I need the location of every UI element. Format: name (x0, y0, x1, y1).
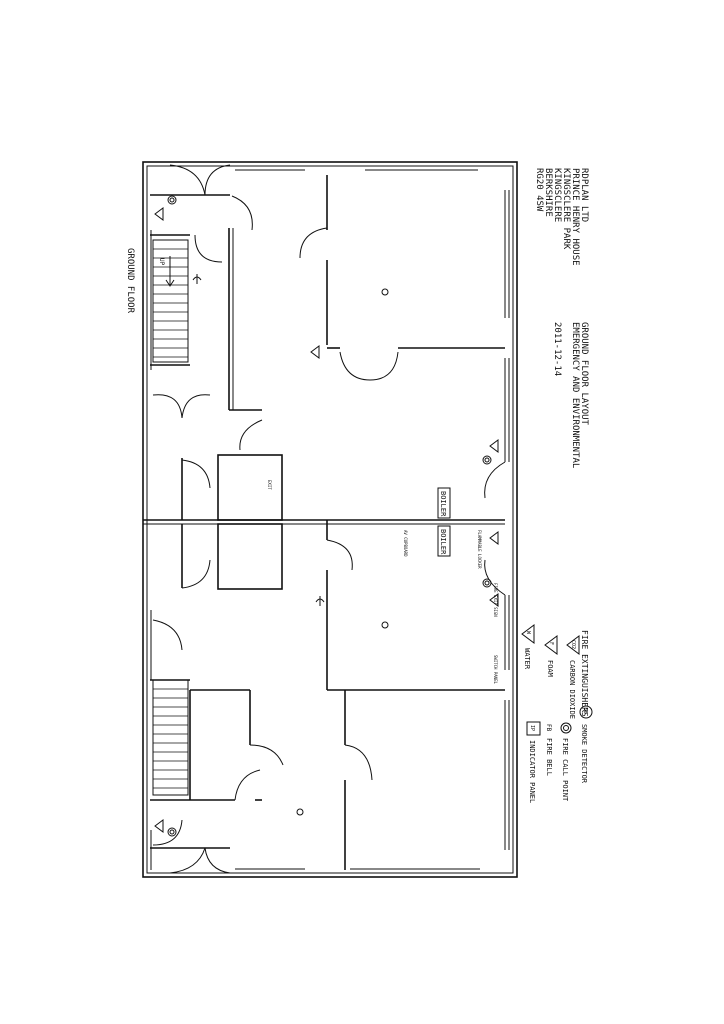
fire-call-point-icon (482, 455, 492, 465)
room-label: FIRE EXIT SIGN (493, 583, 498, 617)
legend-callpoint-label: FIRE CALL POINT (561, 738, 569, 802)
water-extinguisher-icon: W (521, 624, 535, 644)
address-line: KINGSCLERE PARK (561, 168, 571, 250)
boiler-box-1: BOILER (437, 487, 451, 519)
room-label: AV CUPBOARD (403, 530, 408, 557)
legend: FIRE EXTINGUISHERS CO2 CARBON DIOXIDE F … (521, 624, 593, 803)
smoke-detector-icon: SD (579, 705, 593, 719)
address-line: PRINCE HENRY HOUSE (570, 168, 580, 266)
up-label: UP (158, 258, 165, 266)
drawing-date: 2011-12-14 (552, 322, 562, 376)
title-block: RDPLAN LTD PRINCE HENRY HOUSE KINGSCLERE… (534, 168, 589, 266)
fire-extinguisher-icon (489, 593, 499, 607)
door-swings (152, 164, 506, 874)
fire-extinguisher-icon (489, 531, 499, 545)
room-label: FLAMMABLE LOCKER (477, 530, 482, 569)
fire-call-point-icon (482, 578, 492, 588)
room-label: SWITCH PANEL (493, 655, 498, 684)
stair-up-arrow: UP (158, 256, 175, 287)
floor-label: GROUND FLOOR (125, 248, 135, 314)
fire-extinguisher-icon (489, 439, 499, 453)
co2-symbol: CO2 (570, 640, 576, 649)
foam-symbol: F (548, 642, 554, 645)
drawing-title-line: GROUND FLOOR LAYOUT (579, 322, 589, 426)
fire-call-point-icon (167, 195, 177, 205)
address-line: RDPLAN LTD (579, 168, 589, 222)
legend-foam-label: FOAM (546, 660, 554, 677)
boiler-label: BOILER (439, 491, 447, 517)
water-symbol: W (525, 631, 531, 635)
smoke-detector-icon (381, 288, 389, 296)
drawing-title-line: EMERGENCY AND ENVIRONMENTAL (570, 322, 580, 468)
fire-extinguisher-icon (310, 345, 320, 359)
address-line: BERKSHIRE (543, 168, 553, 217)
fire-bell-icon (192, 274, 202, 284)
smoke-symbol: SD (582, 708, 588, 714)
legend-extinguishers-title: FIRE EXTINGUISHERS (580, 630, 589, 717)
smoke-detector-icon (381, 621, 389, 629)
fire-bell-icon: FB (545, 724, 552, 732)
indicator-panel-icon: IP (526, 721, 541, 736)
foam-extinguisher-icon: F (544, 635, 558, 655)
bell-symbol: FB (545, 724, 552, 732)
fire-extinguisher-icon (154, 207, 164, 221)
room-label: EXIT (267, 480, 272, 490)
interior-walls (143, 175, 505, 870)
legend-bell-label: FIRE BELL (545, 738, 553, 776)
fire-call-point-icon (167, 827, 177, 837)
legend-co2-label: CARBON DIOXIDE (568, 660, 576, 719)
legend-symbols: SD SMOKE DETECTOR FIRE CALL POINT FB FIR… (526, 705, 593, 803)
legend-water-label: WATER (523, 648, 531, 670)
legend-smoke-label: SMOKE DETECTOR (580, 724, 588, 784)
address-line: RG20 4SW (534, 168, 544, 212)
stair-lower (152, 679, 189, 796)
fire-bell-icon (315, 596, 325, 606)
boiler-box-2: BOILER (437, 525, 451, 557)
legend-extinguishers: FIRE EXTINGUISHERS CO2 CARBON DIOXIDE F … (521, 624, 589, 719)
smoke-detector-icon (296, 808, 304, 816)
panel-symbol: IP (529, 725, 535, 731)
fire-extinguisher-icon (154, 819, 164, 833)
boiler-label: BOILER (439, 529, 447, 555)
co2-extinguisher-icon: CO2 (566, 635, 580, 655)
address-line: KINGSCLERE (552, 168, 562, 222)
fire-call-point-icon (560, 722, 572, 734)
legend-panel-label: INDICATOR PANEL (528, 740, 536, 803)
drawing-title: GROUND FLOOR LAYOUT EMERGENCY AND ENVIRO… (552, 322, 589, 468)
